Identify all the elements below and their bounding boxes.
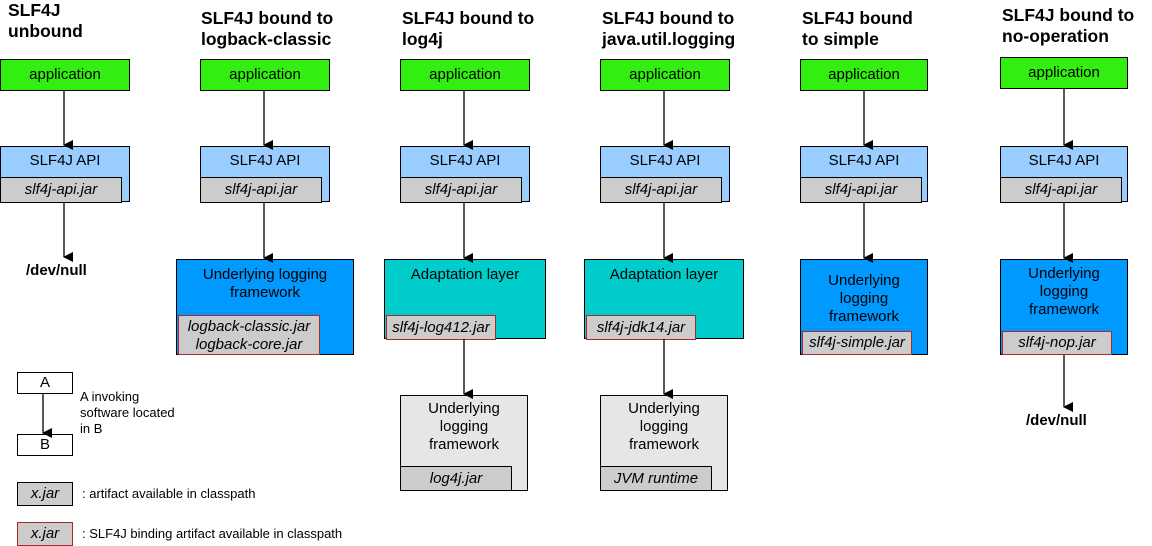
legend-invoking-text: A invoking software located in B [80, 389, 175, 436]
slf4j-api-label: SLF4J API [629, 152, 701, 169]
api-jar-simple: slf4j-api.jar [800, 177, 922, 203]
application-box-logback: application [200, 59, 330, 91]
dev-null-unbound: /dev/null [26, 262, 87, 279]
api-jar-logback: slf4j-api.jar [200, 177, 322, 203]
application-label: application [629, 66, 701, 83]
application-box-unbound: application [0, 59, 130, 91]
slf4j-api-label: SLF4J API [1028, 152, 1100, 169]
binding-jar-nop: slf4j-nop.jar [1002, 331, 1112, 355]
application-box-nop: application [1000, 57, 1128, 89]
application-label: application [1028, 64, 1100, 81]
underlying-jar-jul: JVM runtime [600, 466, 712, 491]
legend-binding-text: : SLF4J binding artifact available in cl… [82, 526, 343, 541]
slf4j-api-label: SLF4J API [229, 152, 301, 169]
legend-box-a: A [17, 372, 73, 394]
legend-jar: x.jar [17, 482, 73, 506]
adaptation-box-jul: Adaptation layer slf4j-jdk14.jar [584, 259, 744, 340]
framework-label: Underlying logging framework [1028, 265, 1100, 318]
underlying-label: Underlying logging framework [628, 400, 700, 453]
underlying-box-log4j: Underlying logging framework log4j.jar [400, 395, 528, 491]
application-label: application [828, 66, 900, 83]
title-nop: SLF4J bound to no-operation [1002, 5, 1135, 46]
framework-label: Underlying logging framework [202, 266, 328, 301]
binding-jar-simple: slf4j-simple.jar [802, 331, 912, 355]
application-label: application [29, 66, 101, 83]
application-box-jul: application [600, 59, 730, 91]
framework-box-nop: Underlying logging framework slf4j-nop.j… [1000, 259, 1128, 355]
title-log4j: SLF4J bound to log4j [402, 8, 535, 49]
title-logback: SLF4J bound to logback-classic [201, 8, 334, 49]
underlying-label: Underlying logging framework [428, 400, 500, 453]
title-simple: SLF4J bound to simple [802, 8, 913, 49]
application-box-simple: application [800, 59, 928, 91]
underlying-box-jul: Underlying logging framework JVM runtime [600, 395, 728, 491]
slf4j-api-label: SLF4J API [29, 152, 101, 169]
framework-box-simple: Underlying logging framework slf4j-simpl… [800, 259, 928, 355]
api-jar-jul: slf4j-api.jar [600, 177, 722, 203]
binding-jar-log4j: slf4j-log412.jar [386, 315, 496, 340]
api-jar-nop: slf4j-api.jar [1000, 177, 1122, 203]
adaptation-label: Adaptation layer [609, 266, 719, 283]
slf4j-api-label: SLF4J API [429, 152, 501, 169]
adaptation-box-log4j: Adaptation layer slf4j-log412.jar [384, 259, 546, 340]
legend-artifact-text: : artifact available in classpath [82, 486, 256, 501]
title-unbound: SLF4J unbound [8, 0, 83, 41]
slf4j-api-box-log4j: SLF4J API slf4j-api.jar [400, 146, 530, 203]
binding-jar-logback: logback-classic.jar logback-core.jar [178, 315, 320, 355]
adaptation-label: Adaptation layer [410, 266, 520, 283]
dev-null-nop: /dev/null [1026, 412, 1087, 429]
underlying-jar-log4j: log4j.jar [400, 466, 512, 491]
title-jul: SLF4J bound to java.util.logging [602, 8, 736, 49]
framework-label: Underlying logging framework [828, 272, 900, 325]
slf4j-api-box-logback: SLF4J API slf4j-api.jar [200, 146, 330, 203]
api-jar-log4j: slf4j-api.jar [400, 177, 522, 203]
slf4j-api-box-simple: SLF4J API slf4j-api.jar [800, 146, 928, 203]
binding-jar-jul: slf4j-jdk14.jar [586, 315, 696, 340]
application-label: application [229, 66, 301, 83]
application-box-log4j: application [400, 59, 530, 91]
slf4j-api-label: SLF4J API [828, 152, 900, 169]
application-label: application [429, 66, 501, 83]
framework-box-logback: Underlying logging framework logback-cla… [176, 259, 354, 355]
slf4j-api-box-nop: SLF4J API slf4j-api.jar [1000, 146, 1128, 203]
slf4j-api-box-jul: SLF4J API slf4j-api.jar [600, 146, 730, 203]
api-jar-unbound: slf4j-api.jar [0, 177, 122, 203]
